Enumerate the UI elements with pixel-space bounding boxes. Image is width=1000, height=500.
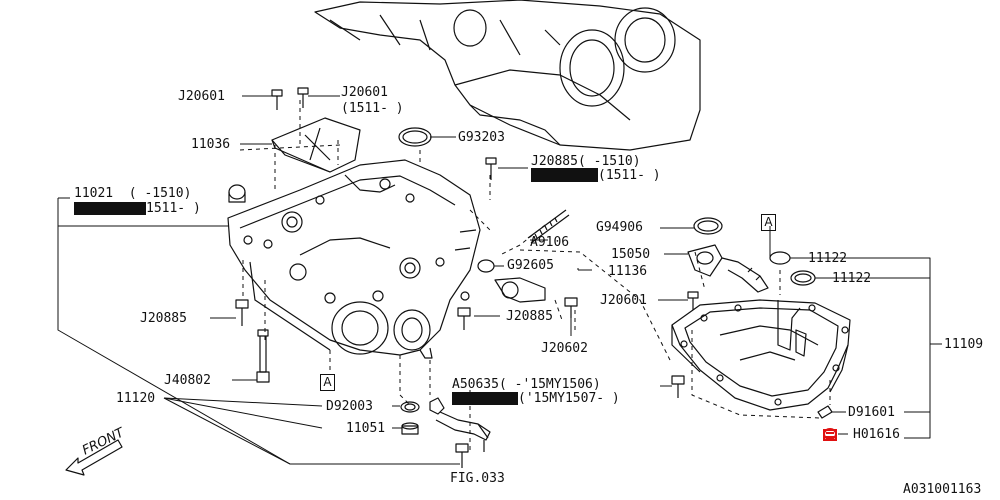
label-11036: 11036	[191, 137, 231, 152]
diagram-code: A031001163	[903, 482, 982, 497]
washer-d92003	[400, 401, 420, 413]
bolt-j20885-left	[235, 299, 249, 326]
pipe-15050	[687, 244, 769, 293]
label-g93203: G93203	[458, 130, 505, 145]
oil-strainer-illustration	[271, 117, 361, 173]
label-a50635: A50635( -'15MY1506)	[452, 377, 601, 392]
label-11051: 11051	[346, 421, 386, 436]
engine-block-illustration	[314, 0, 701, 151]
redacted-part-number	[74, 202, 146, 215]
redacted-part-number	[531, 168, 598, 182]
bolt-j20885-top	[485, 157, 497, 180]
label-11021: 11021 ( -1510)	[74, 186, 192, 201]
bolt-j40802	[256, 329, 270, 383]
label-j20601-right: J20601	[341, 85, 388, 100]
redacted-part-number	[452, 392, 518, 405]
drain-bolt-h01616-highlight	[823, 428, 837, 441]
plug-11021	[228, 184, 246, 203]
label-j20885-top: J20885( -1510)	[531, 154, 641, 169]
label-j20885-mid: J20885	[506, 309, 553, 324]
label-j20885-top-range2: (1511- )	[598, 168, 661, 183]
label-11122-a: 11122	[808, 251, 848, 266]
bolt-j20601-left	[271, 89, 283, 110]
leader-lines	[57, 95, 942, 465]
lower-oil-pan-illustration	[671, 299, 851, 411]
front-arrow-icon	[65, 439, 123, 476]
stud-a9106	[527, 209, 570, 244]
label-h01616: H01616	[853, 427, 900, 442]
label-j20601-right-range: (1511- )	[341, 101, 404, 116]
bolt-j20885-mid	[457, 307, 471, 330]
label-a50635-range2: ('15MY1507- )	[518, 391, 620, 406]
reference-marker-a: A	[320, 374, 335, 391]
oil-pipe-11136	[477, 259, 546, 303]
bolt-j20601-mid	[687, 291, 699, 310]
hose-illustration	[429, 397, 491, 452]
gasket-g94906	[693, 217, 723, 235]
upper-oil-pan-illustration	[227, 159, 481, 359]
label-15050: 15050	[611, 247, 651, 262]
label-d91601: D91601	[848, 405, 895, 420]
label-g92605: G92605	[507, 258, 554, 273]
label-11021-range2: 1511- )	[146, 201, 201, 216]
bolt-fig033	[455, 443, 469, 468]
label-j20602: J20602	[541, 341, 588, 356]
label-j20601-mid: J20601	[600, 293, 647, 308]
label-a9106: A9106	[530, 235, 570, 250]
bolt-a50635	[671, 375, 685, 398]
label-11109: 11109	[944, 337, 984, 352]
label-d92003: D92003	[326, 399, 373, 414]
reference-marker-a: A	[761, 214, 776, 231]
label-g94906: G94906	[596, 220, 643, 235]
label-fig033: FIG.033	[450, 471, 505, 486]
label-j20885-left: J20885	[140, 311, 187, 326]
o-ring-11122-a	[769, 251, 791, 265]
label-j40802: J40802	[164, 373, 211, 388]
label-j20601-left: J20601	[178, 89, 225, 104]
label-11120: 11120	[116, 391, 156, 406]
label-11136: 11136	[608, 264, 648, 279]
plug-11051	[401, 422, 419, 435]
bolt-j20602	[564, 297, 578, 318]
label-11122-b: 11122	[832, 271, 872, 286]
washer-d91601	[817, 405, 833, 419]
bolt-j20601-right	[297, 87, 309, 108]
